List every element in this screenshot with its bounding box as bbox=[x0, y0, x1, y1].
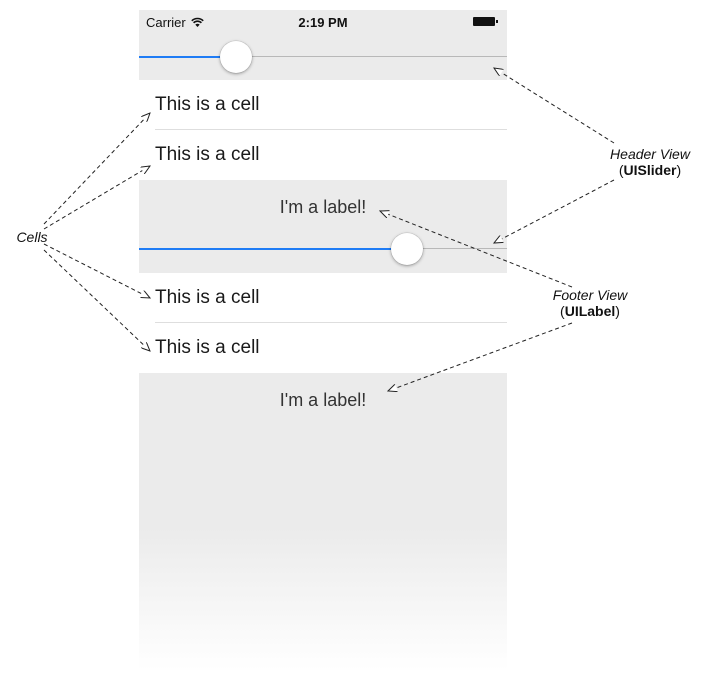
annotation-class: UISlider bbox=[623, 162, 677, 178]
slider-min-track bbox=[139, 56, 236, 58]
footer-arrow-bottom bbox=[388, 322, 573, 391]
cell-label: This is a cell bbox=[155, 144, 260, 165]
cells-arrow-4 bbox=[43, 249, 150, 351]
footer-view-annotation: Footer View (UILabel) bbox=[540, 287, 640, 319]
annotation-class-close: ) bbox=[676, 162, 682, 178]
annotation-name: Cells bbox=[16, 229, 48, 245]
annotation-name: Header View bbox=[610, 146, 690, 162]
cell-separator bbox=[155, 129, 507, 130]
slider-min-track bbox=[139, 248, 407, 250]
annotation-class-open: ( bbox=[618, 162, 624, 178]
footer-arrow-top bbox=[380, 211, 573, 288]
cells-arrow-2 bbox=[43, 166, 150, 230]
table-cell[interactable]: This is a cell bbox=[139, 80, 507, 130]
cell-label: This is a cell bbox=[155, 94, 260, 115]
table-cell[interactable]: This is a cell bbox=[139, 323, 507, 373]
section-label: I'm a label! bbox=[279, 197, 367, 217]
footer-label: I'm a label! bbox=[279, 390, 367, 410]
cell-label: This is a cell bbox=[155, 287, 260, 308]
status-bar: Carrier 2:19 PM bbox=[139, 10, 507, 36]
carrier-label: Carrier bbox=[146, 15, 186, 30]
iphone-screen: Carrier 2:19 PM This is a cell This is a… bbox=[139, 10, 507, 670]
wifi-icon bbox=[190, 17, 204, 27]
slider-thumb[interactable] bbox=[219, 41, 252, 73]
battery-icon bbox=[473, 17, 498, 26]
header-arrow-top bbox=[494, 68, 615, 144]
cells-arrow-3 bbox=[43, 243, 150, 298]
cells-annotation: Cells bbox=[10, 229, 54, 245]
cell-separator bbox=[155, 322, 507, 323]
header-slider[interactable] bbox=[139, 40, 507, 74]
cell-label: This is a cell bbox=[155, 337, 260, 358]
table-cell[interactable]: This is a cell bbox=[139, 130, 507, 180]
table-cell[interactable]: This is a cell bbox=[139, 273, 507, 323]
annotation-class: UILabel bbox=[564, 303, 616, 319]
cells-arrow-1 bbox=[43, 113, 150, 225]
status-time: 2:19 PM bbox=[298, 15, 348, 30]
slider-max-track bbox=[235, 56, 507, 57]
header-arrow-bottom bbox=[494, 179, 615, 243]
slider-thumb[interactable] bbox=[391, 233, 423, 265]
slider-max-track bbox=[407, 248, 507, 249]
annotation-class-open: ( bbox=[560, 303, 565, 319]
section-slider[interactable] bbox=[139, 232, 507, 266]
annotation-name: Footer View bbox=[552, 287, 628, 303]
header-view-annotation: Header View (UISlider) bbox=[595, 146, 705, 178]
annotation-class-close: ) bbox=[615, 303, 620, 319]
carrier-indicator: Carrier bbox=[146, 15, 204, 30]
